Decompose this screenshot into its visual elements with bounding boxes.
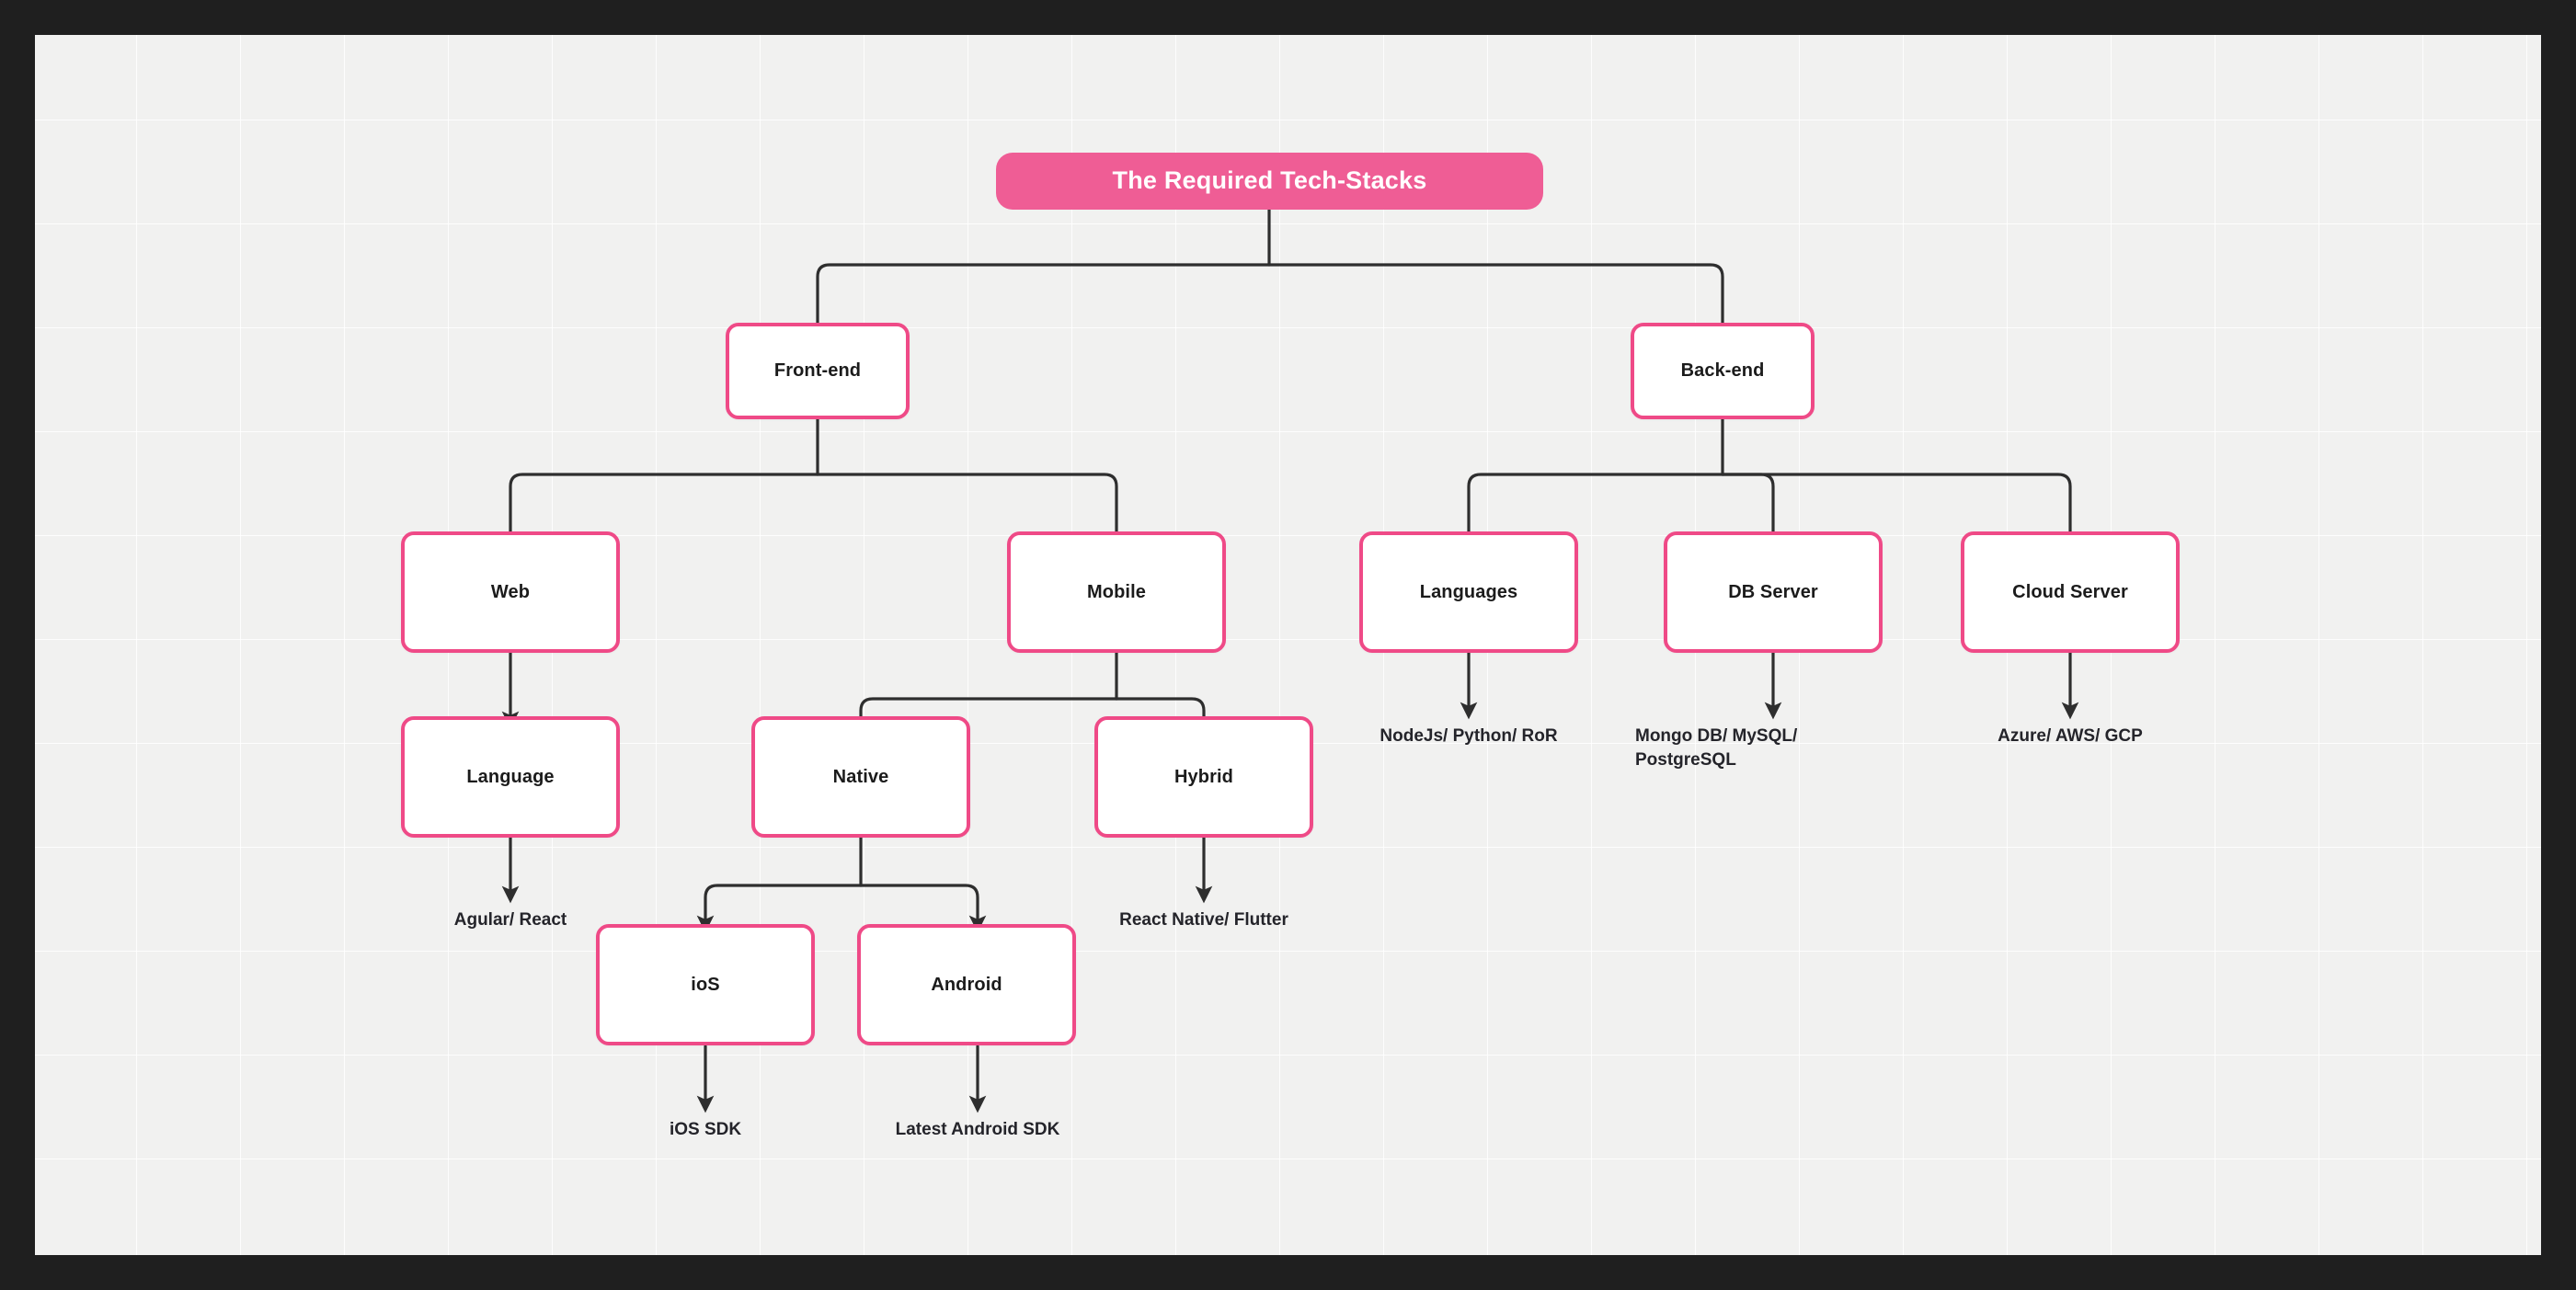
leaf-db-tech: Mongo DB/ MySQL/ PostgreSQL bbox=[1635, 726, 1798, 770]
leaf-cloud-tech: Azure/ AWS/ GCP bbox=[1998, 726, 2143, 746]
leaf-web-tech: Agular/ React bbox=[453, 910, 567, 930]
node-cloudserver-label: Cloud Server bbox=[2012, 581, 2128, 602]
node-language[interactable]: Language bbox=[401, 716, 620, 838]
node-backend[interactable]: Back-end bbox=[1631, 323, 1815, 419]
node-web-label: Web bbox=[490, 581, 531, 602]
node-native[interactable]: Native bbox=[751, 716, 970, 838]
edge-native-to-ios bbox=[696, 884, 863, 933]
edge-mobile-to-native bbox=[859, 697, 1118, 719]
node-frontend-label: Front-end bbox=[773, 360, 862, 381]
edge-native-to-android bbox=[859, 884, 987, 933]
node-web[interactable]: Web bbox=[401, 531, 620, 653]
node-languages[interactable]: Languages bbox=[1359, 531, 1578, 653]
node-backend-label: Back-end bbox=[1680, 360, 1765, 381]
leaf-android-tech: Latest Android SDK bbox=[895, 1120, 1060, 1139]
node-ios-label: ioS bbox=[691, 974, 720, 995]
leaf-languages-tech: NodeJs/ Python/ RoR bbox=[1380, 726, 1558, 746]
node-hybrid-label: Hybrid bbox=[1174, 766, 1233, 787]
node-hybrid[interactable]: Hybrid bbox=[1094, 716, 1313, 838]
edge-layer bbox=[501, 208, 2079, 1113]
node-root-label: The Required Tech-Stacks bbox=[1112, 166, 1427, 195]
node-languages-label: Languages bbox=[1419, 581, 1518, 602]
node-dbserver-label: DB Server bbox=[1728, 581, 1818, 602]
node-android[interactable]: Android bbox=[857, 924, 1076, 1045]
node-frontend[interactable]: Front-end bbox=[726, 323, 910, 419]
node-mobile[interactable]: Mobile bbox=[1007, 531, 1226, 653]
edge-root-to-backend bbox=[1267, 263, 1724, 325]
edge-backend-to-languages bbox=[1467, 473, 1724, 533]
node-root[interactable]: The Required Tech-Stacks bbox=[996, 153, 1543, 210]
edge-frontend-to-web bbox=[509, 473, 819, 533]
node-mobile-label: Mobile bbox=[1087, 581, 1146, 602]
node-dbserver[interactable]: DB Server bbox=[1664, 531, 1883, 653]
node-ios[interactable]: ioS bbox=[596, 924, 815, 1045]
leaf-hybrid-tech: React Native/ Flutter bbox=[1119, 910, 1288, 930]
edge-backend-to-dbserver bbox=[1721, 473, 1775, 533]
edge-root-to-frontend bbox=[816, 263, 1271, 325]
node-cloudserver[interactable]: Cloud Server bbox=[1961, 531, 2180, 653]
node-native-label: Native bbox=[832, 766, 889, 787]
diagram-canvas[interactable]: The Required Tech-Stacks Front-end Back-… bbox=[35, 35, 2541, 1255]
edge-backend-to-cloudserver bbox=[1721, 473, 2072, 533]
node-language-label: Language bbox=[466, 766, 555, 787]
edge-frontend-to-mobile bbox=[816, 473, 1118, 533]
edge-mobile-to-hybrid bbox=[1115, 697, 1206, 719]
leaf-ios-tech: iOS SDK bbox=[669, 1120, 742, 1139]
node-android-label: Android bbox=[931, 974, 1002, 995]
